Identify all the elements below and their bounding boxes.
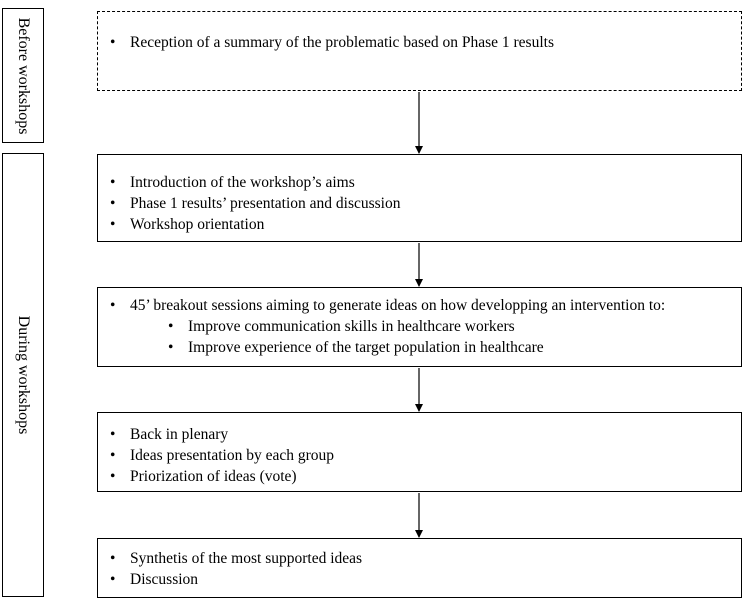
step-box-breakout-sessions: 45’ breakout sessions aiming to generate… (97, 287, 742, 367)
list-item: Phase 1 results’ presentation and discus… (108, 193, 741, 214)
list-item: Ideas presentation by each group (108, 445, 741, 466)
list-item: 45’ breakout sessions aiming to generate… (108, 295, 741, 316)
step-box-synthesis: Synthetis of the most supported ideas Di… (97, 538, 742, 598)
phase-during-workshops: During workshops (2, 153, 44, 597)
step-box-introduction: Introduction of the workshop’s aims Phas… (97, 154, 742, 242)
list-item: Reception of a summary of the problemati… (108, 32, 741, 53)
list-item: Priorization of ideas (vote) (108, 466, 741, 487)
phase-before-workshops: Before workshops (2, 8, 44, 143)
list-item: Synthetis of the most supported ideas (108, 548, 741, 569)
step-box-reception: Reception of a summary of the problemati… (97, 11, 742, 91)
list-item: Introduction of the workshop’s aims (108, 172, 741, 193)
list-item: Discussion (108, 569, 741, 590)
sub-list-item: Improve experience of the target populat… (108, 337, 741, 358)
sub-list-item: Improve communication skills in healthca… (108, 316, 741, 337)
step-box-plenary: Back in plenary Ideas presentation by ea… (97, 412, 742, 492)
list-item: Back in plenary (108, 424, 741, 445)
list-item: Workshop orientation (108, 214, 741, 235)
